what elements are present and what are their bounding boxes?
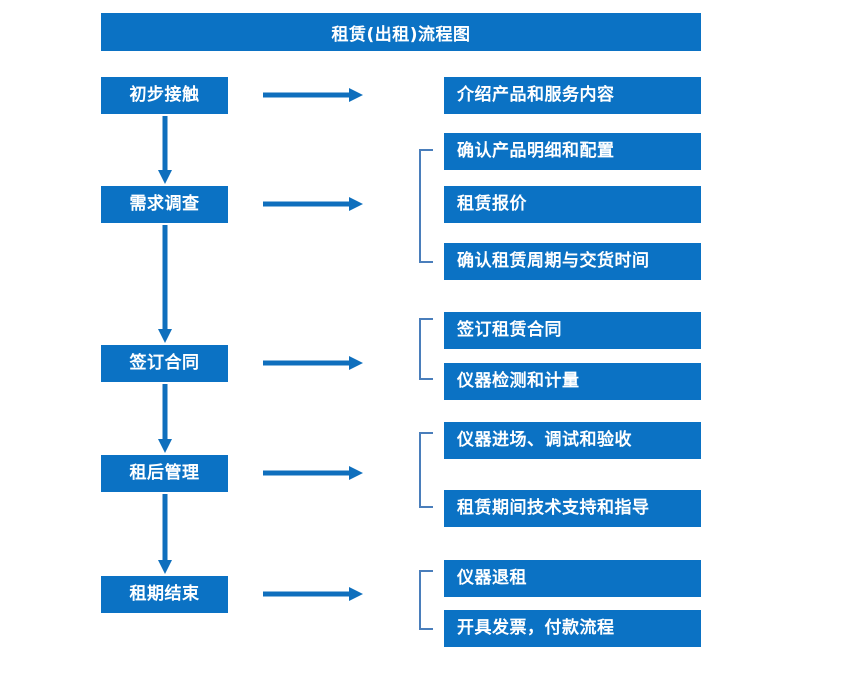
arrow-right-sign-contract-icon — [263, 355, 363, 371]
arrow-down-contract-to-mgmt-icon — [157, 384, 173, 453]
arrow-right-needs-survey-icon — [263, 196, 363, 212]
detail-box-sign-lease-contract[interactable]: 签订租赁合同 — [444, 312, 701, 349]
bracket-group-post-rental-icon — [418, 432, 434, 508]
arrow-right-post-rental-icon — [263, 465, 363, 481]
arrow-down-mgmt-to-lease-end-icon — [157, 494, 173, 574]
detail-box-introduce-products[interactable]: 介绍产品和服务内容 — [444, 77, 701, 114]
arrow-down-contact-to-survey-icon — [157, 116, 173, 184]
stage-box-post-rental-mgmt[interactable]: 租后管理 — [101, 455, 228, 492]
bracket-group-needs-survey-icon — [418, 149, 434, 263]
detail-box-confirm-term-delivery[interactable]: 确认租赁周期与交货时间 — [444, 243, 701, 280]
detail-box-instrument-return[interactable]: 仪器退租 — [444, 560, 701, 597]
page-title: 租赁(出租)流程图 — [101, 13, 701, 51]
arrow-right-lease-end-icon — [263, 586, 363, 602]
bracket-group-sign-contract-icon — [418, 318, 434, 380]
detail-box-technical-support[interactable]: 租赁期间技术支持和指导 — [444, 490, 701, 527]
detail-box-invoice-payment[interactable]: 开具发票，付款流程 — [444, 610, 701, 647]
detail-box-onsite-commissioning[interactable]: 仪器进场、调试和验收 — [444, 422, 701, 459]
arrow-down-survey-to-contract-icon — [157, 225, 173, 343]
stage-box-initial-contact[interactable]: 初步接触 — [101, 77, 228, 114]
detail-box-rental-quotation[interactable]: 租赁报价 — [444, 186, 701, 223]
detail-box-instrument-inspection[interactable]: 仪器检测和计量 — [444, 363, 701, 400]
stage-box-needs-survey[interactable]: 需求调查 — [101, 186, 228, 223]
stage-box-sign-contract[interactable]: 签订合同 — [101, 345, 228, 382]
detail-box-confirm-spec-config[interactable]: 确认产品明细和配置 — [444, 133, 701, 170]
arrow-right-initial-contact-icon — [263, 87, 363, 103]
bracket-group-lease-end-icon — [418, 570, 434, 630]
stage-box-lease-end[interactable]: 租期结束 — [101, 576, 228, 613]
